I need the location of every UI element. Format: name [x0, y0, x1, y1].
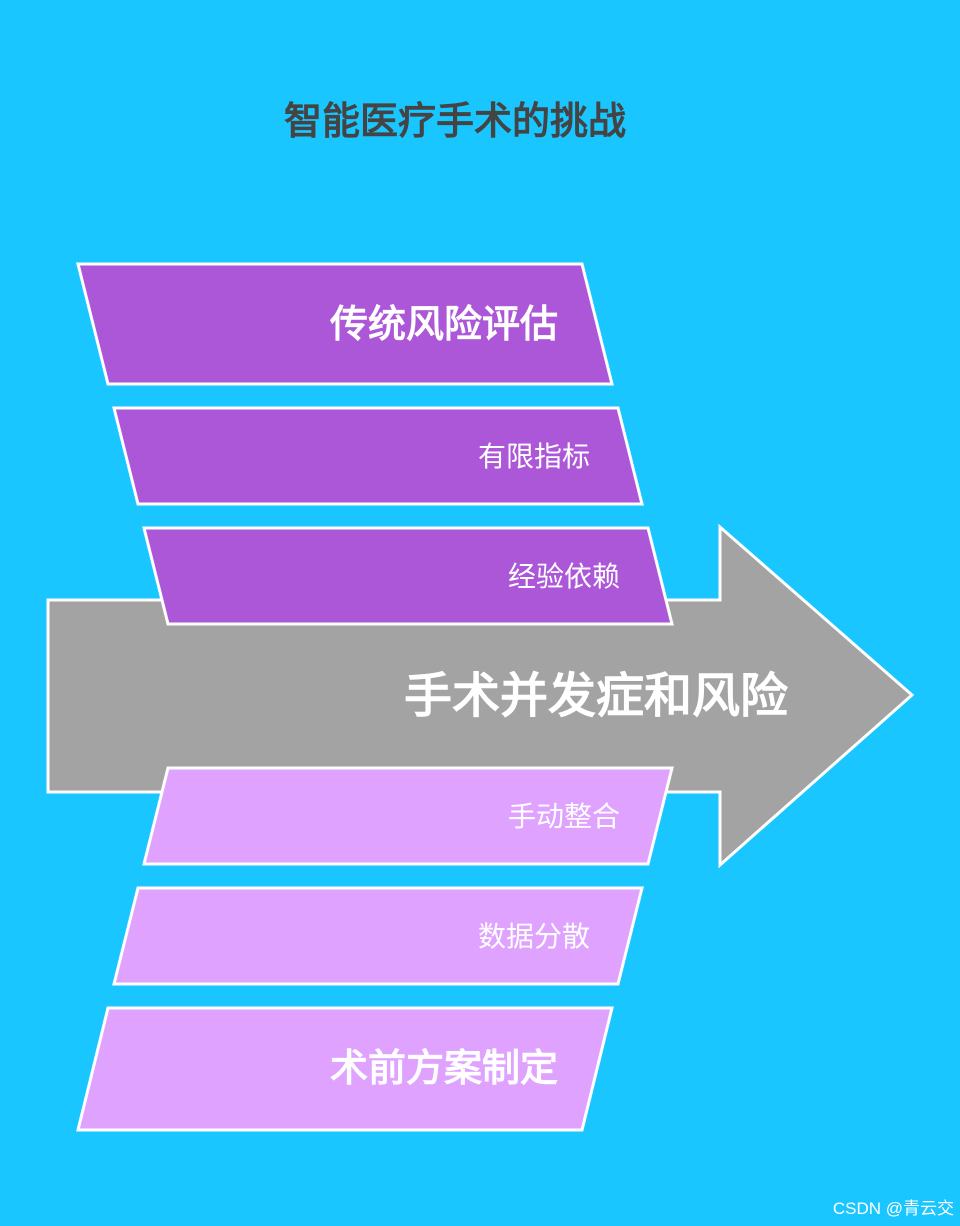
top-item-2-shape	[142, 526, 674, 626]
top-item-1-shape	[112, 406, 644, 506]
top-item-2-label: 经验依赖	[508, 560, 620, 593]
diagram-title: 智能医疗手术的挑战	[284, 99, 626, 143]
bottom-item-1-shape	[142, 766, 674, 866]
bottom-item-2-label: 数据分散	[478, 920, 590, 953]
bottom-item-2-shape	[112, 886, 644, 986]
bottom-item-1-label: 手动整合	[508, 800, 620, 833]
center-label: 手术并发症和风险	[404, 668, 789, 724]
top-item-1-label: 有限指标	[478, 440, 590, 473]
top-header-label: 传统风险评估	[329, 302, 558, 346]
top-header-shape	[76, 262, 614, 386]
watermark: CSDN @青云交	[833, 1199, 954, 1218]
bottom-header-label: 术前方案制定	[330, 1046, 558, 1090]
bottom-header-shape	[76, 1006, 614, 1132]
